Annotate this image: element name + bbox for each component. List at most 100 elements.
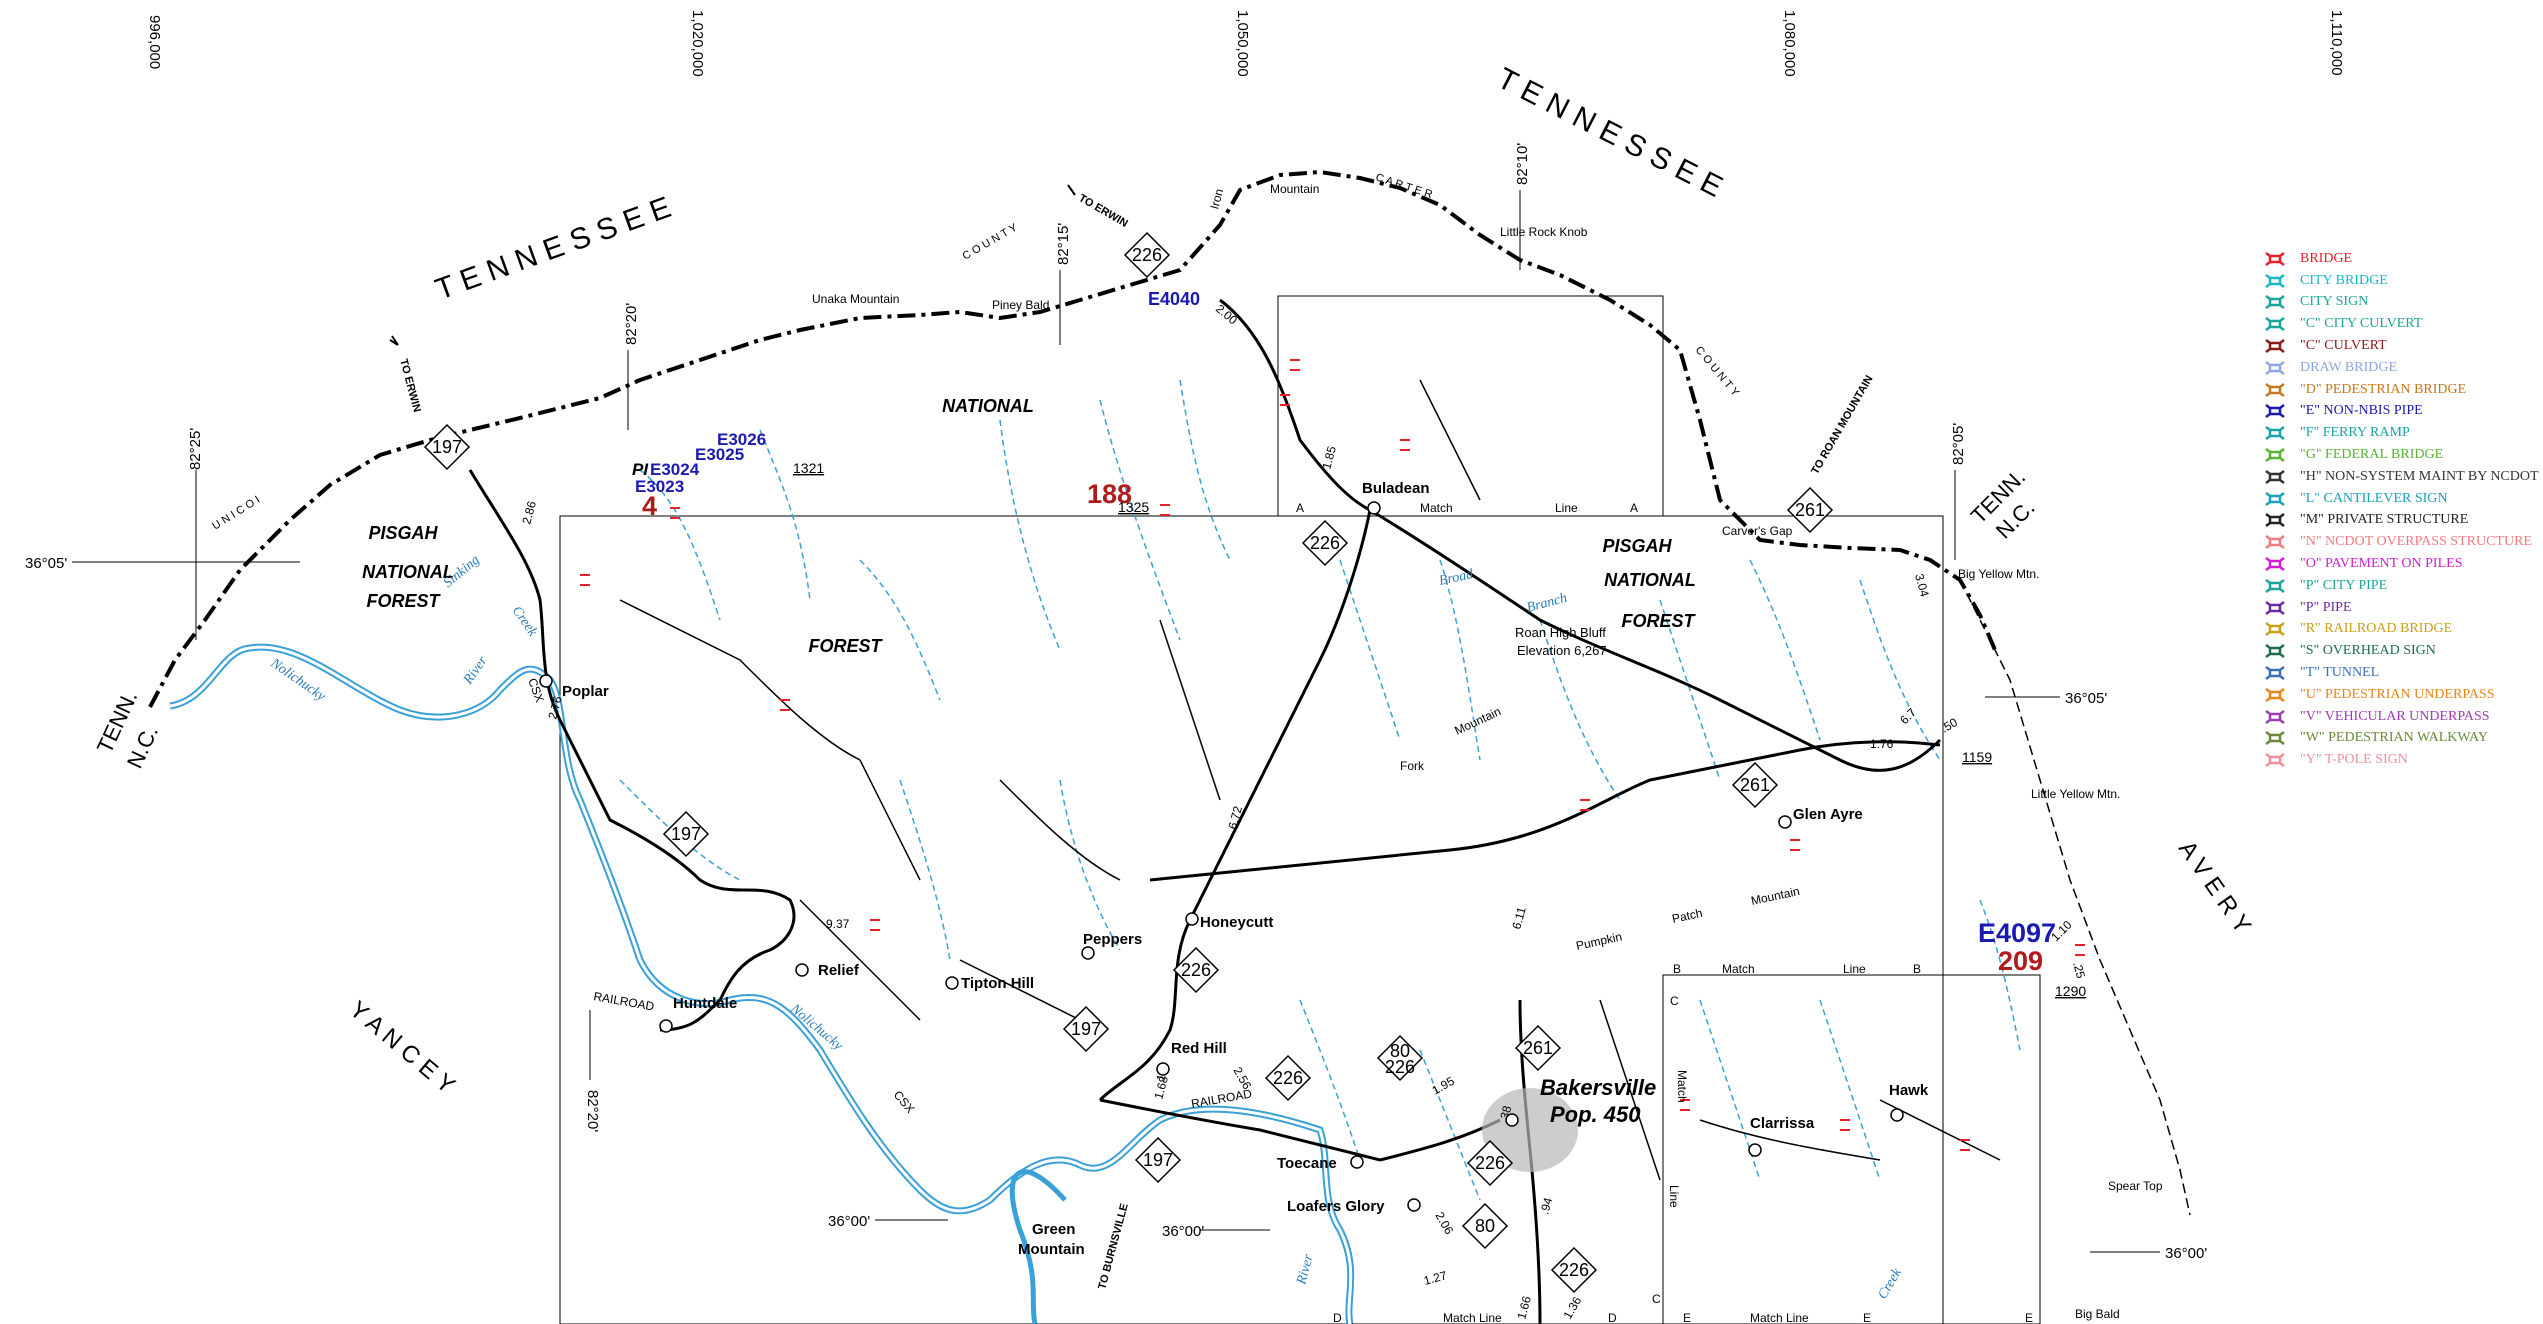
legend-row: "N" NCDOT OVERPASS STRUCTURE	[2262, 531, 2539, 553]
town-population: Pop. 450	[1550, 1102, 1641, 1127]
svg-text:82°20': 82°20'	[584, 1090, 601, 1132]
river-south-branch	[1009, 1169, 1067, 1324]
legend-label: "W" PEDESTRIAN WALKWAY	[2300, 730, 2488, 746]
svg-text:E3025: E3025	[695, 445, 744, 464]
svg-text:Fork: Fork	[1400, 759, 1425, 773]
legend-row: "V" VEHICULAR UNDERPASS	[2262, 706, 2539, 728]
svg-text:188: 188	[1087, 479, 1132, 509]
legend-label: DRAW BRIDGE	[2300, 359, 2398, 375]
svg-text:Mountain: Mountain	[1750, 884, 1801, 908]
legend-row: CITY BRIDGE	[2262, 270, 2539, 292]
svg-text:E4097: E4097	[1978, 918, 2056, 948]
svg-text:River: River	[1294, 1252, 1317, 1287]
place-labels: Poplar Huntdale Relief Tipton Hill Peppe…	[562, 480, 1929, 1258]
svg-text:Line: Line	[1667, 1185, 1681, 1208]
place-buladean: Buladean	[1362, 480, 1430, 497]
svg-text:Pumpkin: Pumpkin	[1575, 930, 1624, 953]
legend-row: "H" NON-SYSTEM MAINT BY NCDOT	[2262, 466, 2539, 488]
legend-row: "S" OVERHEAD SIGN	[2262, 640, 2539, 662]
svg-text:.50: .50	[1939, 715, 1961, 736]
svg-text:36°05': 36°05'	[25, 555, 67, 572]
city-sign-icon	[2262, 293, 2288, 311]
city-bridge-icon	[2262, 272, 2288, 290]
svg-text:E: E	[1863, 1311, 1871, 1324]
svg-text:Piney Bald: Piney Bald	[992, 298, 1049, 312]
legend-label: "O" PAVEMENT ON PILES	[2300, 556, 2463, 572]
erwin-arrow-1	[389, 335, 399, 346]
y-t-pole-sign-icon	[2262, 751, 2288, 769]
road-numbers: 1321 1325 1159 1290	[793, 460, 2086, 999]
place-toecane: Toecane	[1277, 1155, 1337, 1172]
svg-text:4: 4	[642, 491, 657, 521]
svg-text:2.00: 2.00	[1213, 302, 1240, 328]
svg-text:B: B	[1673, 962, 1681, 976]
legend-row: "C" CULVERT	[2262, 335, 2539, 357]
place-poplar: Poplar	[562, 683, 609, 700]
svg-text:82°15': 82°15'	[1055, 223, 1072, 265]
svg-text:6.7: 6.7	[1897, 705, 1919, 727]
svg-text:PI: PI	[632, 460, 649, 479]
legend-row: "P" PIPE	[2262, 597, 2539, 619]
place-honeycutt: Honeycutt	[1200, 914, 1273, 931]
state-label-tn-top: T E N N E S S E E	[431, 191, 675, 307]
legend-row: "O" PAVEMENT ON PILES	[2262, 553, 2539, 575]
svg-text:2.06: 2.06	[1432, 1210, 1456, 1238]
county-label-avery: A V E R Y	[2173, 836, 2256, 939]
forest-national-2: NATIONAL	[942, 396, 1034, 416]
route-226-shield: 226	[1559, 1260, 1589, 1280]
svg-text:Big Yellow Mtn.: Big Yellow Mtn.	[1958, 567, 2039, 581]
svg-text:Elevation 6,267: Elevation 6,267	[1517, 643, 1607, 658]
svg-text:1.95: 1.95	[1430, 1074, 1458, 1098]
legend-row: "D" PEDESTRIAN BRIDGE	[2262, 379, 2539, 401]
svg-text:C: C	[1652, 1292, 1661, 1306]
r-railroad-bridge-icon	[2262, 620, 2288, 638]
svg-text:TO ERWIN: TO ERWIN	[1077, 192, 1130, 230]
svg-text:Little Yellow Mtn.: Little Yellow Mtn.	[2031, 787, 2120, 801]
svg-text:1,110,000: 1,110,000	[2328, 10, 2345, 76]
svg-text:Match: Match	[1722, 962, 1755, 976]
svg-text:9.37: 9.37	[826, 917, 850, 931]
road-nc261	[1369, 508, 1942, 772]
svg-text:209: 209	[1998, 946, 2043, 976]
svg-text:Branch: Branch	[1525, 591, 1569, 616]
svg-text:Spear Top: Spear Top	[2108, 1179, 2163, 1193]
svg-text:1,020,000: 1,020,000	[689, 10, 706, 77]
route-226-shield: 226	[1273, 1068, 1303, 1088]
svg-text:E3024: E3024	[650, 460, 700, 479]
d-pedestrian-bridge-icon	[2262, 381, 2288, 399]
svg-text:82°25': 82°25'	[187, 428, 204, 470]
n-ncdot-overpass-icon	[2262, 533, 2288, 551]
route-197-shield: 197	[1143, 1150, 1173, 1170]
legend-row: "Y" T-POLE SIGN	[2262, 749, 2539, 771]
svg-text:Match: Match	[1420, 501, 1453, 515]
route-226-shield: 226	[1132, 245, 1162, 265]
route-226-shield: 226	[1181, 960, 1211, 980]
p-city-pipe-icon	[2262, 577, 2288, 595]
water-labels: Broad Branch Nolichucky River Nolichucky…	[267, 553, 1905, 1302]
legend-label: "F" FERRY RAMP	[2300, 425, 2410, 441]
route-226-shield: 226	[1475, 1153, 1505, 1173]
road-toecane	[1099, 1098, 1501, 1162]
legend-row: "P" CITY PIPE	[2262, 575, 2539, 597]
bridge-icon	[2262, 250, 2288, 268]
svg-text:.94: .94	[1537, 1196, 1555, 1216]
svg-text:3.04: 3.04	[1912, 572, 1932, 598]
svg-text:36°05': 36°05'	[2065, 690, 2107, 707]
svg-text:82°10': 82°10'	[1514, 143, 1531, 185]
legend-row: "W" PEDESTRIAN WALKWAY	[2262, 728, 2539, 750]
route-80-shield: 80	[1475, 1216, 1495, 1236]
m-private-structure-icon	[2262, 511, 2288, 529]
w-pedestrian-walkway-icon	[2262, 729, 2288, 747]
legend-label: "P" PIPE	[2300, 599, 2352, 615]
svg-text:Unaka Mountain: Unaka Mountain	[812, 292, 899, 306]
svg-text:D: D	[1608, 1311, 1617, 1324]
place-mountain: Mountain	[1018, 1241, 1085, 1258]
svg-text:36°00': 36°00'	[2165, 1245, 2207, 1262]
legend-label: "M" PRIVATE STRUCTURE	[2300, 512, 2469, 528]
svg-text:2.76: 2.76	[545, 694, 565, 720]
nolichucky-river-core	[169, 645, 1353, 1324]
legend-row: "F" FERRY RAMP	[2262, 422, 2539, 444]
town-bakersville: Bakersville	[1540, 1075, 1656, 1100]
county-label-county1: C O U N T Y	[961, 221, 1021, 262]
svg-text:Match Line: Match Line	[1750, 1311, 1809, 1324]
